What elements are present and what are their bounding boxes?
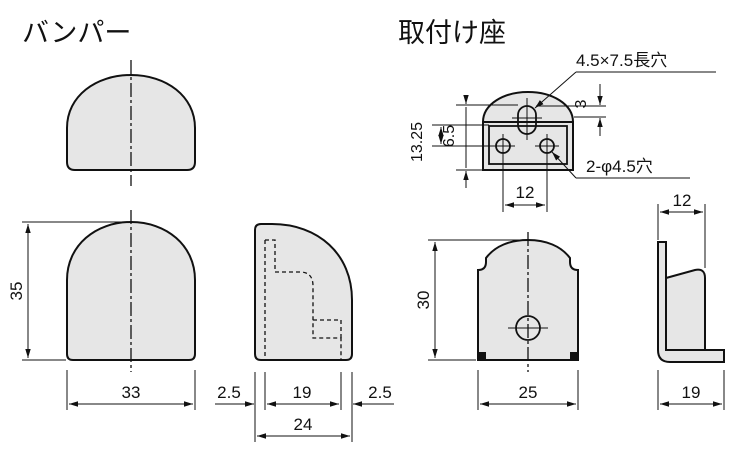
bumper-width-label: 33 bbox=[122, 383, 141, 402]
mount-height-label: 30 bbox=[414, 291, 433, 310]
hole-pitch-label: 12 bbox=[516, 183, 535, 202]
hole-offset-label: 6.5 bbox=[441, 125, 458, 147]
bumper-height-label: 35 bbox=[7, 282, 26, 301]
mount-width-label: 25 bbox=[519, 383, 538, 402]
bumper-top-view bbox=[66, 60, 196, 186]
side-left-gap-label: 2.5 bbox=[217, 383, 241, 402]
bumper-side-view: 2.5 19 2.5 24 bbox=[215, 223, 394, 442]
side-mid-label: 19 bbox=[293, 383, 312, 402]
mount-side-view: 12 19 bbox=[657, 191, 725, 410]
mount-title: 取付け座 bbox=[398, 18, 506, 48]
mount-depth-label: 19 bbox=[682, 383, 701, 402]
slot-offset-label: 3 bbox=[573, 99, 590, 108]
bumper-title: バンパー bbox=[22, 18, 131, 48]
slot-label: 4.5×7.5長穴 bbox=[576, 51, 667, 70]
side-total-label: 24 bbox=[294, 415, 313, 434]
flange-width-label: 12 bbox=[673, 191, 692, 210]
mount-top-view: 13.25 6.5 3 4.5×7.5長穴 2-φ4.5穴 12 bbox=[409, 51, 716, 212]
side-right-gap-label: 2.5 bbox=[368, 383, 392, 402]
holes-label: 2-φ4.5穴 bbox=[586, 157, 653, 176]
bumper-front-view: 35 33 bbox=[7, 210, 196, 410]
mount-front-view: 30 25 bbox=[414, 232, 579, 410]
top-height-label: 13.25 bbox=[409, 122, 426, 162]
